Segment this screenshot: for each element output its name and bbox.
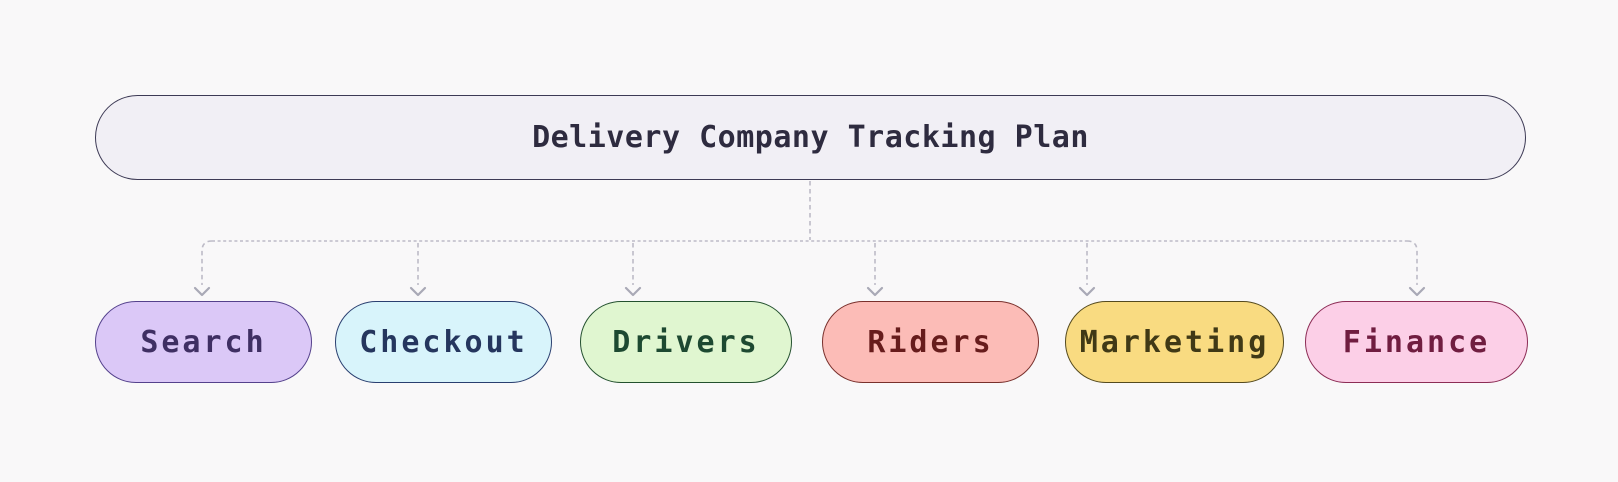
node-marketing[interactable]: Marketing (1065, 301, 1284, 383)
node-finance[interactable]: Finance (1305, 301, 1528, 383)
node-drivers[interactable]: Drivers (580, 301, 792, 383)
arrowhead-icon (1408, 286, 1426, 297)
arrowhead-icon (624, 286, 642, 297)
node-riders[interactable]: Riders (822, 301, 1039, 383)
node-root[interactable]: Delivery Company Tracking Plan (95, 95, 1526, 180)
node-checkout-label: Checkout (359, 324, 528, 360)
arrowhead-icon (866, 286, 884, 297)
connector-drop-search (201, 240, 213, 285)
arrowhead-icon (1078, 286, 1096, 297)
node-drivers-label: Drivers (612, 324, 760, 360)
node-checkout[interactable]: Checkout (335, 301, 552, 383)
connector-drop-finance (1406, 240, 1418, 285)
node-search[interactable]: Search (95, 301, 312, 383)
arrowhead-icon (193, 286, 211, 297)
node-finance-label: Finance (1342, 324, 1491, 360)
node-root-label: Delivery Company Tracking Plan (532, 120, 1089, 155)
node-marketing-label: Marketing (1079, 324, 1270, 360)
node-riders-label: Riders (867, 324, 994, 360)
node-search-label: Search (140, 324, 267, 360)
arrowhead-icon (409, 286, 427, 297)
